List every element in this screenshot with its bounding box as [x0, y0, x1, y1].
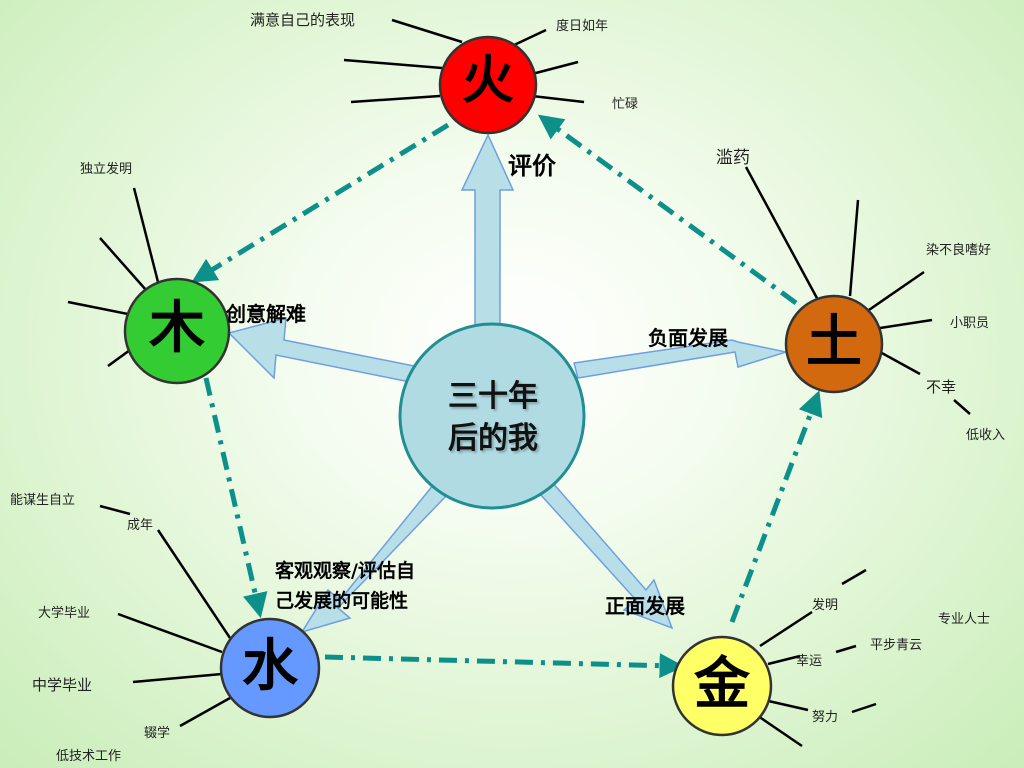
metal-branch-rise: 平步青云	[870, 638, 923, 653]
label-negative: 负面发展	[648, 326, 728, 350]
arrow-to-fire	[460, 133, 515, 331]
center-line-2: 后的我	[448, 421, 538, 456]
center-label: 三十年 后的我	[399, 376, 587, 460]
label-observe-2: 己发展的可能性	[275, 590, 409, 612]
water-branch-dropout: 辍学	[144, 726, 171, 741]
water-branch-university: 大学毕业	[38, 606, 91, 621]
fire-circle	[438, 35, 538, 135]
water-branch-adult: 成年	[127, 518, 154, 533]
arrow-to-earth	[573, 339, 789, 379]
earth-branch-clerk: 小职员	[950, 316, 990, 331]
label-evaluate: 评价	[508, 151, 556, 180]
cycle-arrows	[191, 114, 823, 679]
fire-branch-satisfied: 满意自己的表现	[250, 11, 356, 29]
earth-branch-drugs: 滥药	[716, 148, 750, 168]
water-branch-secondary: 中学毕业	[32, 676, 93, 694]
water-circle	[219, 617, 321, 719]
center-circle	[398, 322, 586, 510]
dash-fire-to-wood	[191, 122, 450, 283]
fire-char: 火	[461, 50, 514, 111]
arrow-to-metal	[538, 480, 674, 630]
wood-circle	[123, 277, 231, 385]
metal-branch-invention: 发明	[812, 598, 839, 613]
metal-branch-effort: 努力	[812, 710, 839, 725]
water-char: 水	[242, 633, 298, 699]
metal-circle	[671, 635, 773, 737]
dash-metal-to-earth	[729, 390, 823, 623]
dash-water-to-metal	[324, 653, 685, 679]
wood-branch-invent: 独立发明	[80, 162, 133, 177]
metal-branch-luck: 幸运	[796, 654, 823, 669]
metal-branch-professional: 专业人士	[938, 612, 991, 627]
earth-branch-low-income: 低收入	[966, 428, 1006, 443]
earth-branch-habits: 染不良嗜好	[926, 243, 992, 258]
water-branch-low-skill: 低技术工作	[56, 749, 122, 764]
metal-char: 金	[694, 651, 750, 717]
water-branch-self-reliant: 能谋生自立	[10, 493, 76, 508]
earth-circle	[784, 294, 884, 394]
label-positive: 正面发展	[605, 594, 685, 618]
earth-branch-misfortune: 不幸	[926, 378, 957, 396]
label-creative: 创意解难	[226, 302, 306, 326]
center-arrows	[227, 133, 789, 634]
dash-earth-to-fire	[537, 114, 798, 306]
fire-branch-busy: 忙碌	[612, 97, 639, 112]
arrow-to-water	[300, 482, 450, 634]
label-observe-1: 客观观察/评估自	[275, 560, 415, 582]
dash-wood-to-water	[203, 377, 268, 619]
fire-branch-ordinary: 度日如年	[556, 19, 609, 34]
arrow-to-wood	[227, 317, 415, 383]
branch-lines	[67, 18, 971, 748]
wood-char: 木	[149, 295, 205, 361]
center-line-1: 三十年	[448, 379, 538, 414]
earth-char: 土	[806, 309, 862, 375]
